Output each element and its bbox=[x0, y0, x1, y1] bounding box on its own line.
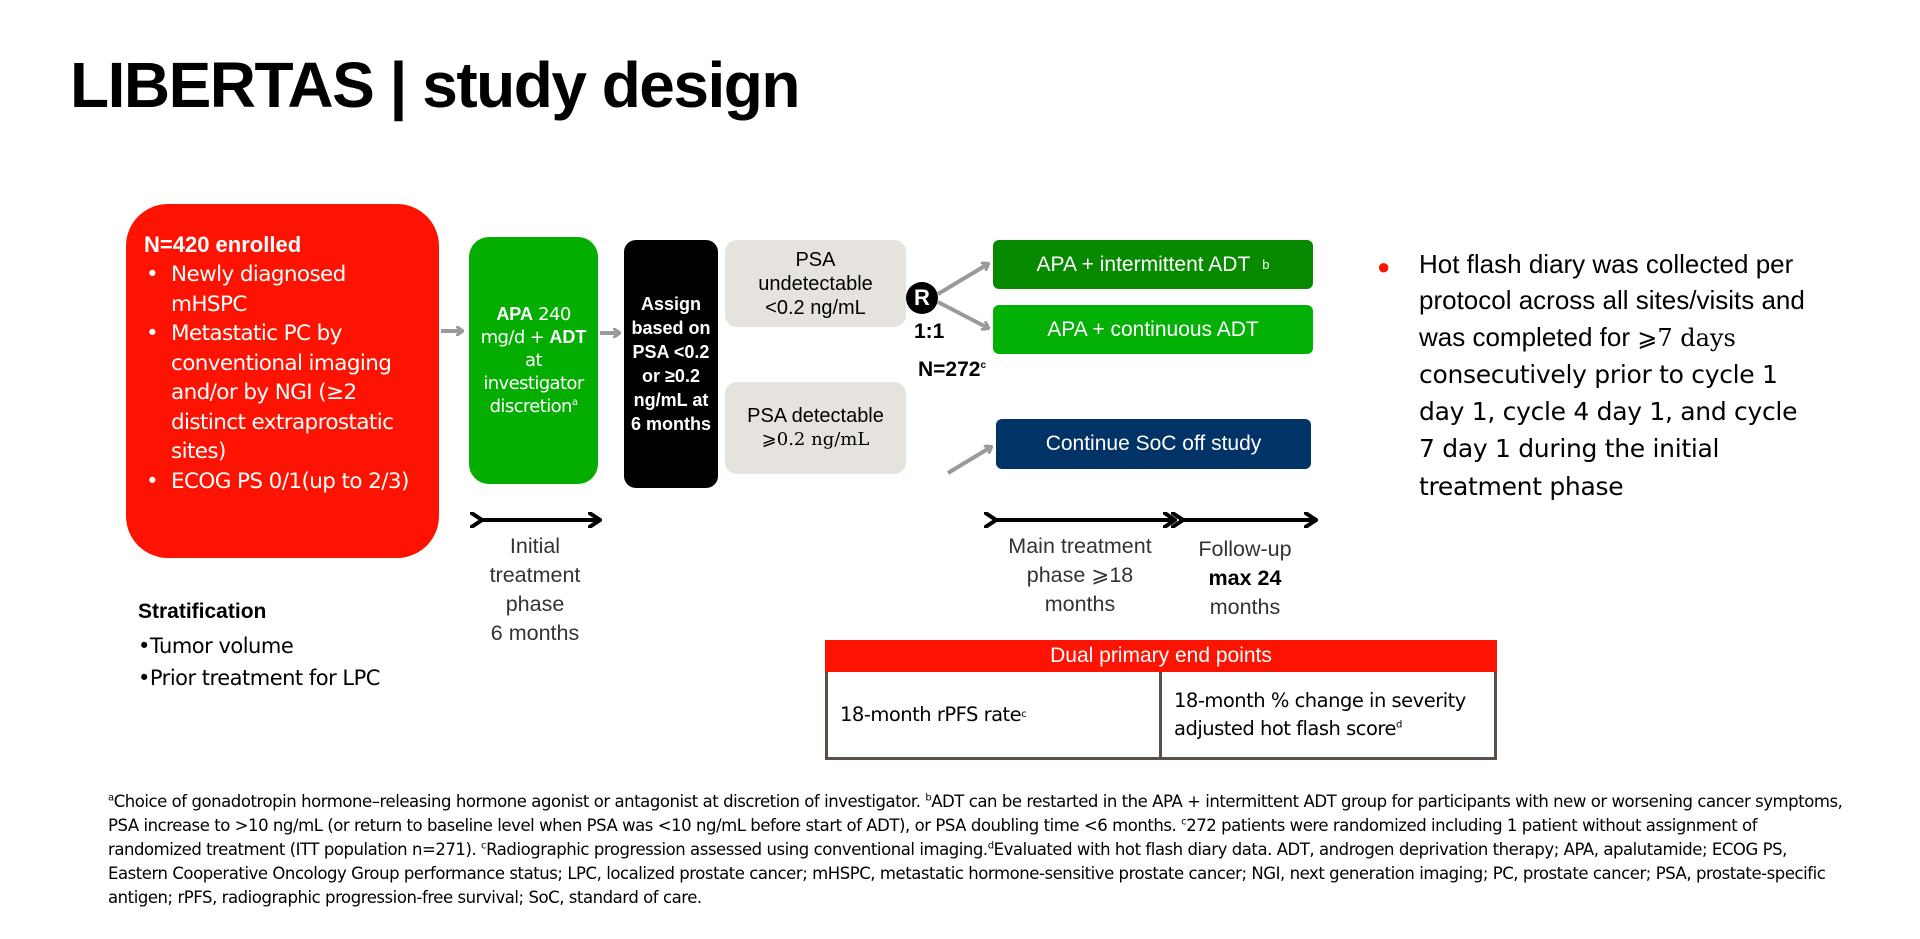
note-text: ⩾7 days bbox=[1637, 323, 1736, 352]
note-text: Hot flash diary was collected per protoc… bbox=[1419, 249, 1805, 352]
note-text: consecutively prior to cycle 1 day 1, cy… bbox=[1419, 359, 1798, 501]
arrow-r-to-arm1 bbox=[936, 264, 988, 296]
endpoints-header: Dual primary end points bbox=[825, 640, 1497, 672]
footnote-b: ADT can be restarted in the APA + interm… bbox=[108, 792, 1843, 835]
psa-status: PSA detectable bbox=[747, 405, 884, 427]
discretion-text: at investigator discretion bbox=[483, 350, 584, 417]
arm-continuous-adt: APA + continuous ADT bbox=[993, 305, 1313, 354]
arm-label: APA + intermittent ADT bbox=[1036, 252, 1251, 276]
adt-label: ADT bbox=[549, 327, 587, 347]
psa-threshold: <0.2 ng/mL bbox=[765, 296, 866, 319]
phase-line: max 24 bbox=[1208, 566, 1282, 590]
psa-undetectable-box: PSA undetectable <0.2 ng/mL bbox=[725, 240, 906, 327]
footnote-c1: 272 patients were randomized including 1… bbox=[108, 816, 1758, 859]
arrow-detectable-to-soc bbox=[946, 447, 991, 475]
footnote-marker: b bbox=[1262, 257, 1270, 272]
psa-detectable-box: PSA detectable ⩾0.2 ng/mL bbox=[725, 382, 906, 474]
followup-phase-label: Follow-up max 24 months bbox=[1180, 535, 1310, 622]
phase-line: phase bbox=[505, 592, 565, 616]
main-phase-label: Main treatment phase ⩾18 months bbox=[990, 532, 1170, 619]
phase-line: phase ⩾18 bbox=[1026, 563, 1134, 587]
footnotes: aChoice of gonadotropin hormone–releasin… bbox=[108, 792, 1843, 907]
stratification-heading: Stratification bbox=[138, 600, 267, 623]
enrollment-box: N=420 enrolled Newly diagnosed mHSPC Met… bbox=[126, 204, 439, 558]
arm-soc-off-study: Continue SoC off study bbox=[996, 419, 1311, 469]
endpoint-text: 18-month % change in severity adjusted h… bbox=[1174, 688, 1466, 740]
arm-label: Continue SoC off study bbox=[1045, 432, 1262, 455]
assign-box: Assign based on PSA <0.2 or ≥0.2 ng/mL a… bbox=[624, 240, 718, 488]
footnote-c2: Radiographic progression assessed using … bbox=[486, 840, 988, 859]
phase-line: Main treatment bbox=[1008, 534, 1152, 558]
dose: 240 mg/d + bbox=[480, 304, 572, 348]
criterion: ECOG PS 0/1(up to 2/3) bbox=[144, 467, 421, 497]
drug-name: APA bbox=[496, 304, 533, 324]
arm-intermittent-adt: APA + intermittent ADT b bbox=[993, 240, 1313, 289]
endpoint-cell: 18-month % change in severity adjusted h… bbox=[1162, 672, 1494, 757]
hot-flash-note: ● Hot flash diary was collected per prot… bbox=[1377, 246, 1817, 505]
stratification: Stratification •Tumor volume •Prior trea… bbox=[138, 600, 380, 694]
randomization-icon: R bbox=[906, 282, 938, 314]
phase-line: 6 months bbox=[490, 621, 580, 645]
arrow-r-to-arm2 bbox=[937, 300, 988, 328]
assign-text: Assign based on PSA <0.2 or ≥0.2 ng/mL a… bbox=[630, 294, 711, 434]
phase-line: Initial bbox=[509, 534, 561, 558]
randomized-n-value: N=272 bbox=[918, 358, 981, 381]
initial-phase-label: Initial treatment phase 6 months bbox=[470, 532, 600, 648]
footnote-a: Choice of gonadotropin hormone–releasing… bbox=[113, 792, 921, 811]
randomized-n: N=272c bbox=[918, 358, 986, 382]
psa-threshold: ⩾0.2 ng/mL bbox=[761, 429, 870, 450]
bullet-icon: ● bbox=[1377, 254, 1391, 279]
phase-line: Follow-up bbox=[1198, 537, 1292, 561]
enrollment-criteria: Newly diagnosed mHSPC Metastatic PC by c… bbox=[144, 260, 421, 496]
footnote-marker: a bbox=[571, 397, 578, 408]
page-title: LIBERTAS | study design bbox=[70, 49, 800, 121]
psa-label: PSA bbox=[795, 248, 836, 271]
phase-line: treatment bbox=[489, 563, 581, 587]
stratification-item: •Tumor volume bbox=[138, 634, 294, 658]
randomization-ratio: 1:1 bbox=[914, 320, 945, 343]
footnote-marker: d bbox=[1395, 719, 1402, 730]
initial-treatment-box: APA 240 mg/d + ADT at investigator discr… bbox=[469, 237, 598, 484]
phase-line: months bbox=[1044, 592, 1116, 616]
stratification-item: •Prior treatment for LPC bbox=[138, 666, 380, 690]
criterion: Newly diagnosed mHSPC bbox=[144, 260, 421, 319]
arm-label: APA + continuous ADT bbox=[1047, 317, 1259, 341]
enrollment-heading: N=420 enrolled bbox=[144, 232, 302, 257]
footnote-marker: c bbox=[980, 360, 987, 371]
endpoint-text: 18-month rPFS rate bbox=[840, 702, 1022, 726]
criterion: Metastatic PC by conventional imaging an… bbox=[144, 319, 421, 467]
footnote-d: Evaluated with hot flash diary data. ADT… bbox=[108, 840, 1826, 907]
psa-status: undetectable bbox=[758, 272, 873, 295]
phase-line: months bbox=[1209, 595, 1281, 619]
